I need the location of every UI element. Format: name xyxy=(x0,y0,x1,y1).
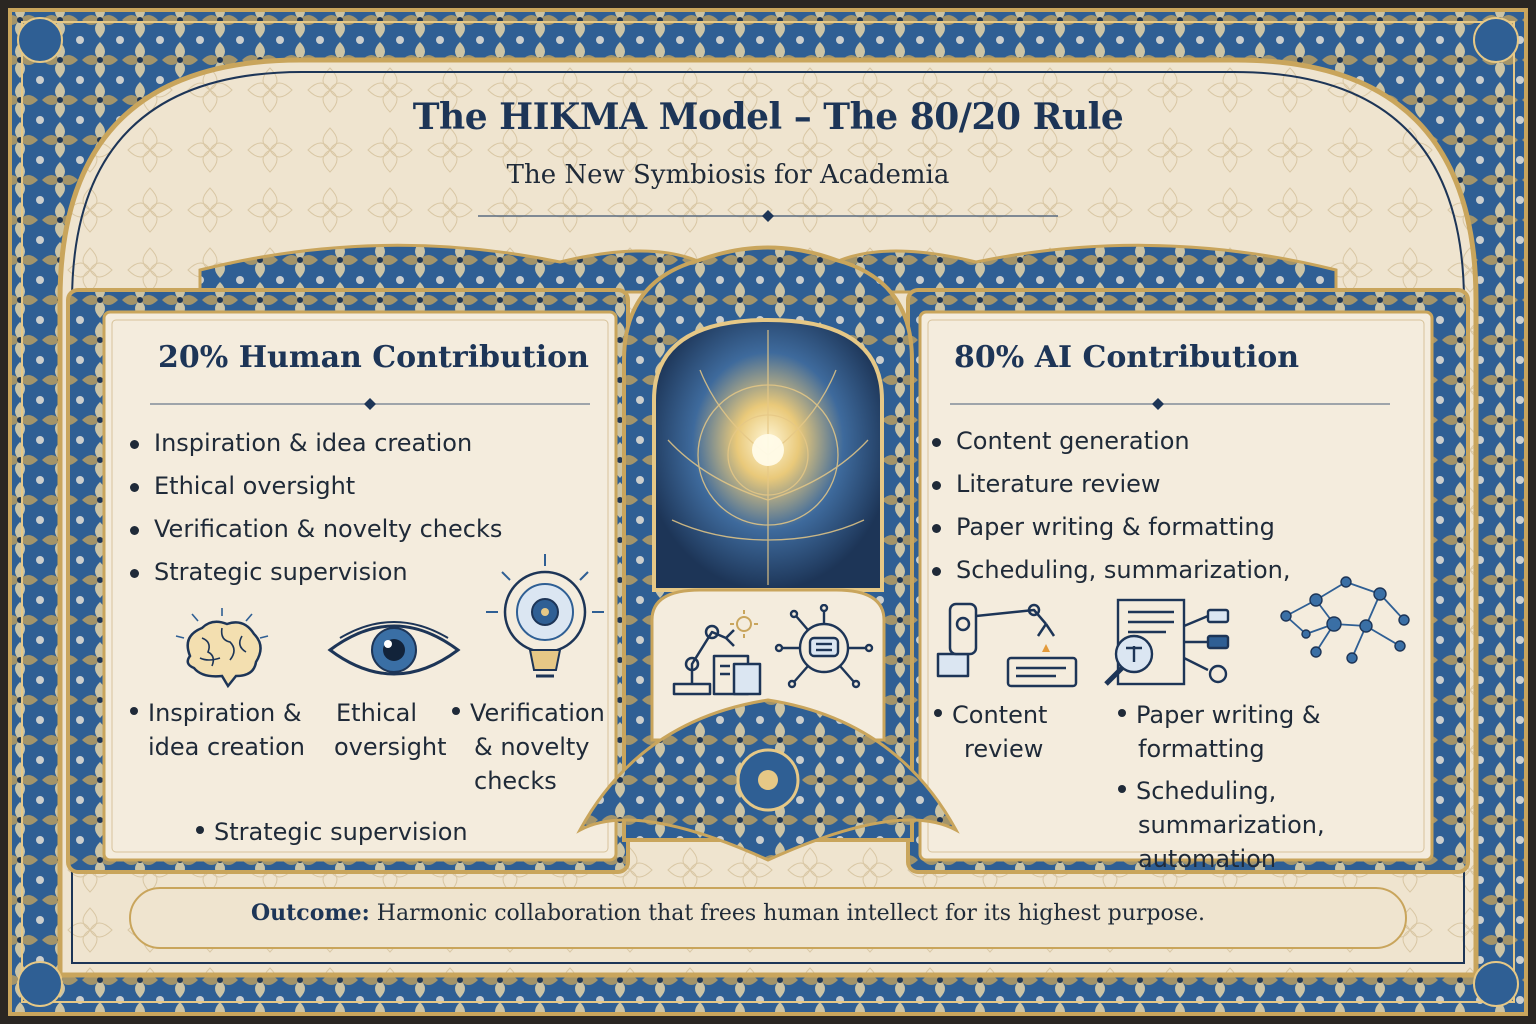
document-search-icon xyxy=(1104,598,1230,686)
list-item: Paper writing & formatting xyxy=(930,506,1291,549)
eye-icon xyxy=(327,621,461,676)
caption-inspiration: Inspiration & idea creation xyxy=(130,696,305,764)
caption-strategic: Strategic supervision xyxy=(196,815,468,849)
human-contribution-heading: 20% Human Contribution xyxy=(158,340,589,375)
caption-line: Verification xyxy=(470,699,605,727)
caption-paper-writing: Paper writing & formatting xyxy=(1118,698,1321,766)
caption-line: summarization, xyxy=(1138,811,1325,839)
list-item: Strategic supervision xyxy=(128,551,502,594)
robot-arm-icon xyxy=(936,602,1078,688)
bullet-dot xyxy=(452,707,460,715)
page-title: The HIKMA Model – The 80/20 Rule xyxy=(412,96,1124,138)
list-item: Inspiration & idea creation xyxy=(128,422,502,465)
list-item: Verification & novelty checks xyxy=(128,508,502,551)
caption-line: automation xyxy=(1138,845,1277,873)
caption-ethical: Ethical oversight xyxy=(334,696,447,764)
bullet-dot xyxy=(1118,709,1126,717)
list-item: Ethical oversight xyxy=(128,465,502,508)
caption-line: Inspiration & xyxy=(148,699,302,727)
network-icon xyxy=(1280,576,1410,664)
compass-lightbulb-icon xyxy=(486,554,604,678)
caption-line: formatting xyxy=(1138,735,1265,763)
caption-verification: Verification & novelty checks xyxy=(452,696,605,798)
ai-contribution-heading: 80% AI Contribution xyxy=(954,340,1300,375)
list-item: Content generation xyxy=(930,420,1291,463)
bullet-dot xyxy=(196,826,204,834)
outcome-statement: Outcome: Harmonic collaboration that fre… xyxy=(0,900,1456,926)
list-item: Scheduling, summarization, xyxy=(930,549,1291,592)
brain-icon xyxy=(175,608,269,689)
caption-line: idea creation xyxy=(148,733,305,761)
caption-line: checks xyxy=(474,767,557,795)
bullet-dot xyxy=(130,707,138,715)
gear-circuit-icon xyxy=(774,604,874,689)
caption-line: & novelty xyxy=(474,733,590,761)
bullet-dot xyxy=(934,709,942,717)
list-item: Literature review xyxy=(930,463,1291,506)
bullet-dot xyxy=(1118,785,1126,793)
ai-bullet-list: Content generation Literature review Pap… xyxy=(930,420,1291,592)
caption-line: oversight xyxy=(334,733,447,761)
caption-content-review: Content review xyxy=(934,698,1047,766)
caption-line: Content xyxy=(952,701,1048,729)
robot-arm-icon xyxy=(672,610,762,696)
caption-line: Strategic supervision xyxy=(214,818,468,846)
caption-scheduling: Scheduling, summarization, automation xyxy=(1118,774,1325,876)
page-subtitle: The New Symbiosis for Academia xyxy=(506,160,950,190)
caption-line: Ethical xyxy=(336,699,418,727)
caption-line: review xyxy=(964,735,1044,763)
outcome-text: Harmonic collaboration that frees human … xyxy=(369,901,1206,926)
human-bullet-list: Inspiration & idea creation Ethical over… xyxy=(128,422,502,594)
caption-line: Paper writing & xyxy=(1136,701,1321,729)
outcome-label: Outcome: xyxy=(250,900,370,926)
caption-line: Scheduling, xyxy=(1136,777,1277,805)
